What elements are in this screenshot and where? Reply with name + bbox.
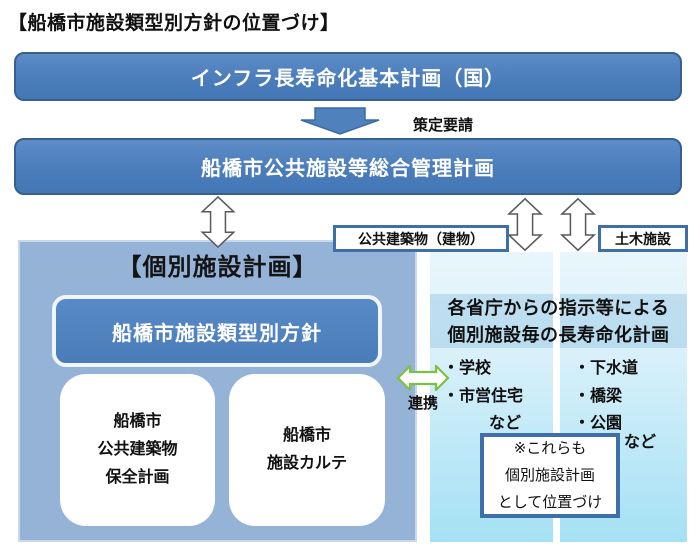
national-plan-label: インフラ長寿命化基本計画（国）: [190, 68, 506, 90]
facility-karte-line2: 施設カルテ: [266, 455, 347, 472]
master-plan-bar: 船橋市公共施設等総合管理計画: [14, 138, 682, 195]
facility-karte-box: 船橋市 施設カルテ: [229, 374, 385, 526]
maintenance-plan-line1: 船橋市: [113, 413, 162, 430]
note-line1: ※これらも: [513, 440, 587, 457]
list-item: ・橋梁: [574, 387, 623, 405]
down-block-arrow-icon: [300, 107, 380, 135]
list-item: ・下水道: [574, 360, 639, 377]
building-items-list: ・学校 ・市営住宅 など: [443, 355, 523, 438]
double-arrow-vertical-mid-icon: [506, 196, 544, 253]
civil-items-list: ・下水道 ・橋梁 ・公園: [574, 355, 638, 438]
page-title: 【船橋市施設類型別方針の位置づけ】: [8, 13, 340, 34]
category-label-buildings-text: 公共建築物（建物）: [358, 230, 484, 247]
ministry-header-line1: 各省庁からの指示等による: [447, 298, 670, 318]
category-label-buildings: 公共建築物（建物）: [333, 225, 509, 252]
individual-plan-box: 【個別施設計画】 船橋市施設類型別方針 船橋市 公共建築物 保全計画 船橋市 施…: [18, 240, 417, 542]
master-plan-label: 船橋市公共施設等総合管理計画: [201, 158, 495, 180]
link-arrow-label: 連携: [407, 395, 438, 412]
double-arrow-vertical-right-icon: [559, 196, 597, 253]
request-arrow-label: 策定要請: [413, 117, 474, 134]
facility-karte-line1: 船橋市: [282, 427, 331, 444]
note-box: ※これらも 個別施設計画 として位置づけ: [480, 433, 620, 518]
category-label-civil-text: 土木施設: [615, 230, 671, 247]
facility-type-policy-label: 船橋市施設類型別方針: [112, 322, 322, 345]
maintenance-plan-box: 船橋市 公共建築物 保全計画: [60, 374, 215, 526]
individual-plan-title: 【個別施設計画】: [117, 254, 318, 281]
etc-label-left: など: [489, 415, 522, 432]
link-double-arrow-icon: [396, 365, 450, 391]
etc-label-right: など: [624, 434, 657, 451]
ministry-header-line2: 個別施設毎の長寿命化計画: [447, 325, 670, 345]
list-item: ・学校: [443, 360, 492, 377]
double-arrow-vertical-left-icon: [199, 196, 237, 248]
category-label-civil: 土木施設: [598, 225, 688, 252]
note-line3: として位置づけ: [497, 494, 603, 511]
header-highlight-band-left: [430, 294, 553, 348]
list-item: ・公園: [574, 415, 623, 432]
maintenance-plan-line2: 公共建築物: [97, 441, 178, 458]
ministry-plans-header: 各省庁からの指示等による 個別施設毎の長寿命化計画: [430, 295, 687, 349]
maintenance-plan-line3: 保全計画: [105, 469, 170, 486]
facility-type-policy-box: 船橋市施設類型別方針: [52, 295, 382, 367]
header-highlight-band-right: [560, 294, 687, 348]
list-item: ・市営住宅: [443, 387, 524, 405]
national-plan-bar: インフラ長寿命化基本計画（国）: [14, 52, 682, 101]
note-line2: 個別施設計画: [504, 467, 595, 484]
